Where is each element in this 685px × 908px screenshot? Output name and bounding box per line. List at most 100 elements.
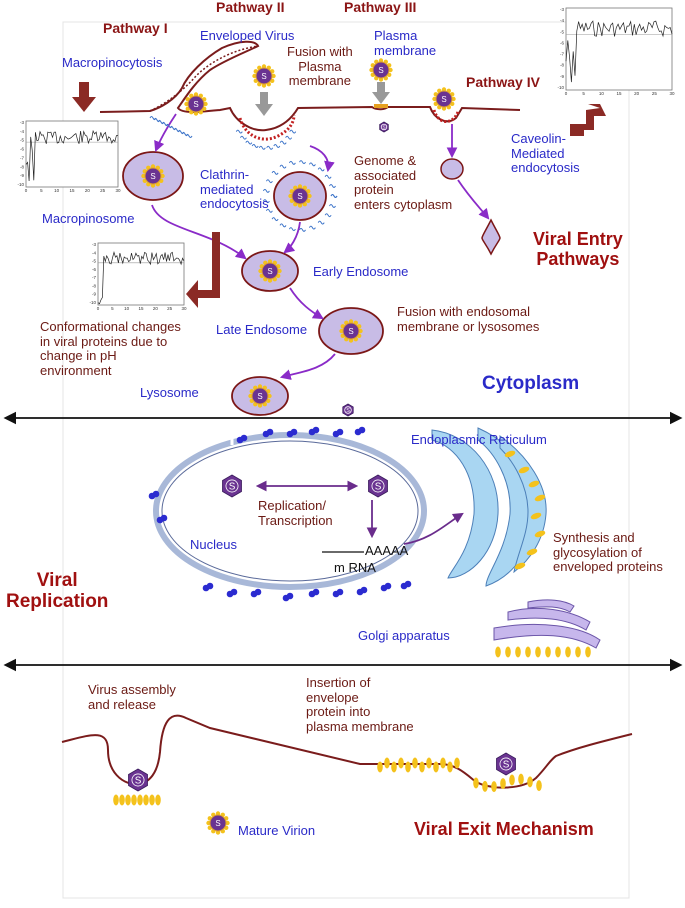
svg-text:S: S [348, 327, 353, 336]
mini-chart-ytick: -5 [560, 29, 564, 34]
clathrin-triskelion [271, 170, 279, 175]
envelope-protein [398, 757, 404, 769]
clathrin-triskelion [266, 145, 274, 150]
mini-chart-xtick: 10 [124, 306, 130, 311]
label-pathway-1: Pathway I [103, 20, 168, 36]
mini-chart-ytick: -3 [560, 7, 564, 12]
capsid-hexagon-icon: S [342, 403, 354, 417]
label-fusion-endosomal: Fusion with endosomal membrane or lysoso… [397, 304, 540, 334]
ribosome-dot [332, 428, 344, 438]
label-mature-virion: Mature Virion [238, 823, 316, 838]
mini-chart-xtick: 25 [652, 91, 658, 96]
envelope-protein [514, 562, 526, 570]
envelope-protein [528, 480, 540, 488]
envelope-proteins [113, 450, 591, 806]
mini-chart-xtick: 5 [40, 188, 43, 193]
clathrin-triskelion [317, 220, 325, 225]
mini-chart-ytick: -5 [20, 138, 24, 143]
mini-chart-xtick: 15 [138, 306, 144, 311]
title-viral-replication: Viral Replication [6, 570, 109, 613]
envelope-protein [419, 761, 425, 773]
label-lysosome: Lysosome [140, 385, 199, 400]
envelope-protein [384, 757, 390, 769]
envelope-protein [565, 646, 571, 658]
mini-chart-xtick: 10 [599, 91, 605, 96]
envelope-protein [433, 761, 439, 773]
mini-chart-ytick: -7 [20, 155, 24, 160]
envelope-protein [405, 761, 411, 773]
golgi-apparatus [493, 599, 601, 649]
replication-arrows [255, 480, 464, 545]
envelope-protein [113, 794, 119, 806]
label-virus-assembly: Virus assembly and release [88, 682, 176, 712]
envelope-protein [131, 794, 137, 806]
label-conformational: Conformational changes in viral proteins… [40, 319, 181, 378]
label-late-endosome: Late Endosome [216, 322, 308, 337]
caveolin-vesicle [440, 158, 464, 180]
envelope-protein [518, 773, 524, 785]
clathrin-triskelion [329, 184, 336, 188]
clathrin-triskelion [289, 129, 297, 134]
virion-icon: S [339, 319, 363, 343]
virion-icon: S [369, 58, 393, 82]
clathrin-triskelion [185, 134, 193, 138]
ribosome-dot [286, 428, 298, 438]
ribosome-dot [236, 434, 248, 444]
mini-chart-xtick: 20 [153, 306, 159, 311]
label-macropinocytosis: Macropinocytosis [62, 55, 163, 70]
label-enveloped-virus: Enveloped Virus [200, 28, 295, 43]
label-insertion: Insertion of envelope protein into plasm… [306, 675, 414, 734]
ribosome-dot [226, 588, 238, 598]
envelope-protein [137, 794, 143, 806]
mini-chart-ytick: -9 [20, 173, 24, 178]
mini-chart-ytick: -10 [557, 85, 564, 90]
mini-chart-ytick: -6 [560, 40, 564, 45]
capsid-hexagon-icon: S [379, 121, 389, 133]
ribosome-dot [250, 588, 262, 598]
clathrin-triskelion [273, 144, 281, 148]
mini-chart-ytick: -6 [20, 147, 24, 152]
svg-text:S: S [135, 776, 142, 787]
bent-arrow-icon [570, 104, 606, 136]
mini-chart-xtick: 10 [54, 188, 60, 193]
ribosome-dot [262, 428, 274, 438]
clathrin-triskelion [324, 213, 332, 218]
gray-arrow-icon [255, 92, 273, 116]
svg-text:S: S [229, 482, 236, 493]
envelope-protein [119, 794, 125, 806]
clathrin-triskelion [324, 174, 332, 179]
clathrin-triskelion [308, 162, 316, 167]
clathrin-triskelion [251, 144, 259, 148]
caveolin-pit [432, 109, 460, 123]
envelope-protein [426, 757, 432, 769]
envelope-protein [535, 646, 541, 658]
envelope-protein [155, 794, 161, 806]
clathrin-triskelion [235, 129, 243, 134]
envelope-protein [526, 548, 538, 556]
envelope-protein [527, 776, 533, 788]
clathrin-triskelion [265, 179, 273, 184]
ribosome-dot [156, 514, 168, 524]
mini-chart-xtick: 5 [582, 91, 585, 96]
mini-chart-xtick: 0 [565, 91, 568, 96]
label-early-endosome: Early Endosome [313, 264, 409, 279]
ribosome-dot [332, 588, 344, 598]
virion-icon: S [248, 384, 272, 408]
clathrin-triskelion [149, 116, 157, 120]
label-clathrin: Clathrin- mediated endocytosis [200, 167, 269, 212]
mini-chart-line [25, 129, 119, 182]
svg-text:S: S [375, 482, 382, 493]
envelope-protein [575, 646, 581, 658]
mini-chart-ytick: -8 [560, 63, 564, 68]
bent-arrow-icon [186, 232, 220, 308]
envelope-protein [447, 761, 453, 773]
capsid-hexagon-icon: S [222, 474, 242, 498]
mini-chart-xtick: 15 [69, 188, 75, 193]
ribosome-dot [354, 426, 366, 436]
envelope-protein [440, 757, 446, 769]
envelope-protein [505, 646, 511, 658]
svg-text:S: S [382, 125, 385, 130]
envelope-protein [585, 646, 591, 658]
